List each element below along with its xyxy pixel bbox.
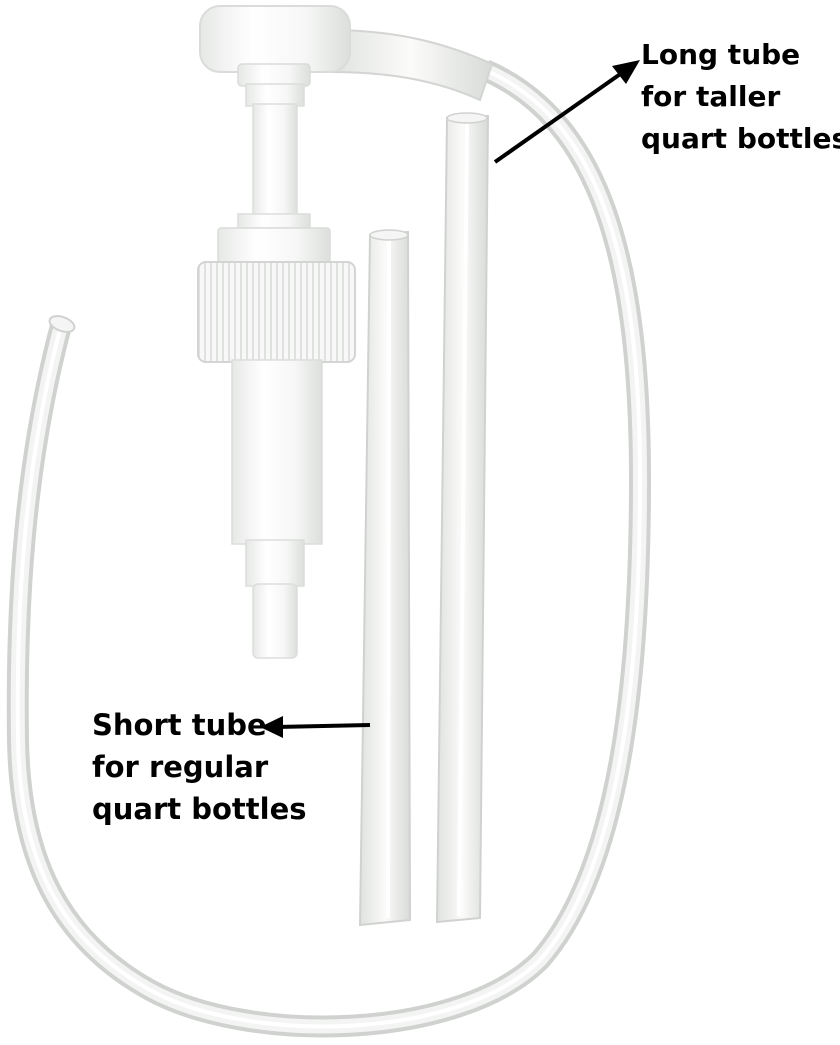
pump-shaft — [237, 83, 311, 235]
callout-line: for taller — [641, 80, 781, 113]
callout-line: quart bottles — [92, 792, 307, 826]
pump-head — [199, 5, 351, 87]
short-tube — [358, 229, 412, 927]
long-curved-tube — [6, 59, 652, 1038]
pump-body — [231, 359, 323, 659]
arrow-long-tube — [493, 60, 640, 164]
short-tube-callout: Short tube for regular quart bottles — [92, 704, 307, 830]
callout-line: Short tube — [92, 708, 267, 742]
long-straight-tube — [435, 112, 490, 924]
callout-line: quart bottles — [641, 122, 840, 155]
pump-collar — [197, 227, 356, 363]
pump-spout — [329, 28, 494, 102]
callout-line: for regular — [92, 750, 269, 784]
callout-line: Long tube — [641, 38, 801, 71]
arrow-short-tube — [260, 716, 371, 738]
long-tube-callout: Long tube for taller quart bottles — [641, 34, 840, 160]
